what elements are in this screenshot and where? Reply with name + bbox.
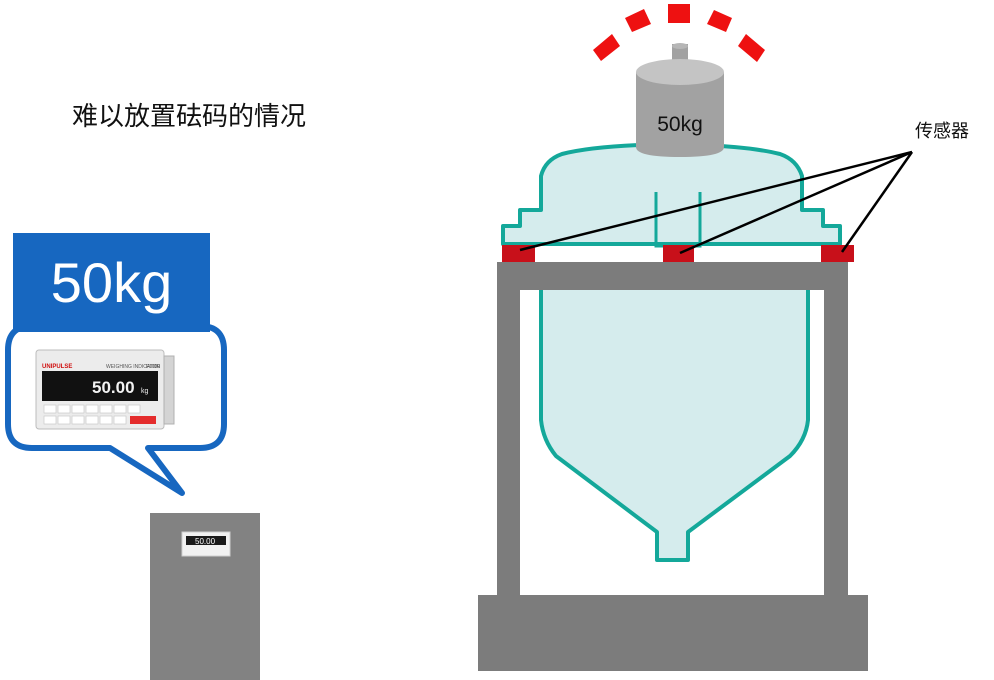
base-platform bbox=[478, 595, 868, 671]
hopper-lid bbox=[501, 143, 842, 246]
indicator-unit: kg bbox=[141, 388, 149, 395]
weight-label: 50kg bbox=[657, 113, 703, 136]
cabinet-indicator-reading: 50.00 bbox=[195, 537, 216, 546]
weight-display-box: 50kg bbox=[13, 233, 210, 332]
load-cell-center bbox=[663, 245, 694, 262]
indicator-subtitle: WEIGHING INDICATOR bbox=[106, 364, 161, 370]
frame-crossbar bbox=[497, 262, 848, 290]
sensor-pointer-lines bbox=[519, 150, 914, 255]
frame-leg-left bbox=[497, 262, 520, 598]
test-weight: 50kg bbox=[636, 43, 724, 157]
load-cell-right bbox=[821, 245, 854, 262]
sensor-label: 传感器 bbox=[915, 121, 969, 142]
weighing-indicator-image: UNIPULSE WEIGHING INDICATOR F1000 50.00 … bbox=[35, 349, 175, 430]
hopper-lower-body bbox=[539, 270, 810, 562]
indicator-brand: UNIPULSE bbox=[42, 364, 72, 370]
indicator-reading: 50.00 bbox=[92, 378, 135, 397]
indicator-model: F1000 bbox=[146, 364, 160, 370]
page-title: 难以放置砝码的情况 bbox=[72, 102, 307, 132]
control-cabinet: 50.00 bbox=[150, 513, 260, 680]
frame-leg-right bbox=[824, 262, 848, 598]
alert-marks bbox=[593, 4, 765, 62]
